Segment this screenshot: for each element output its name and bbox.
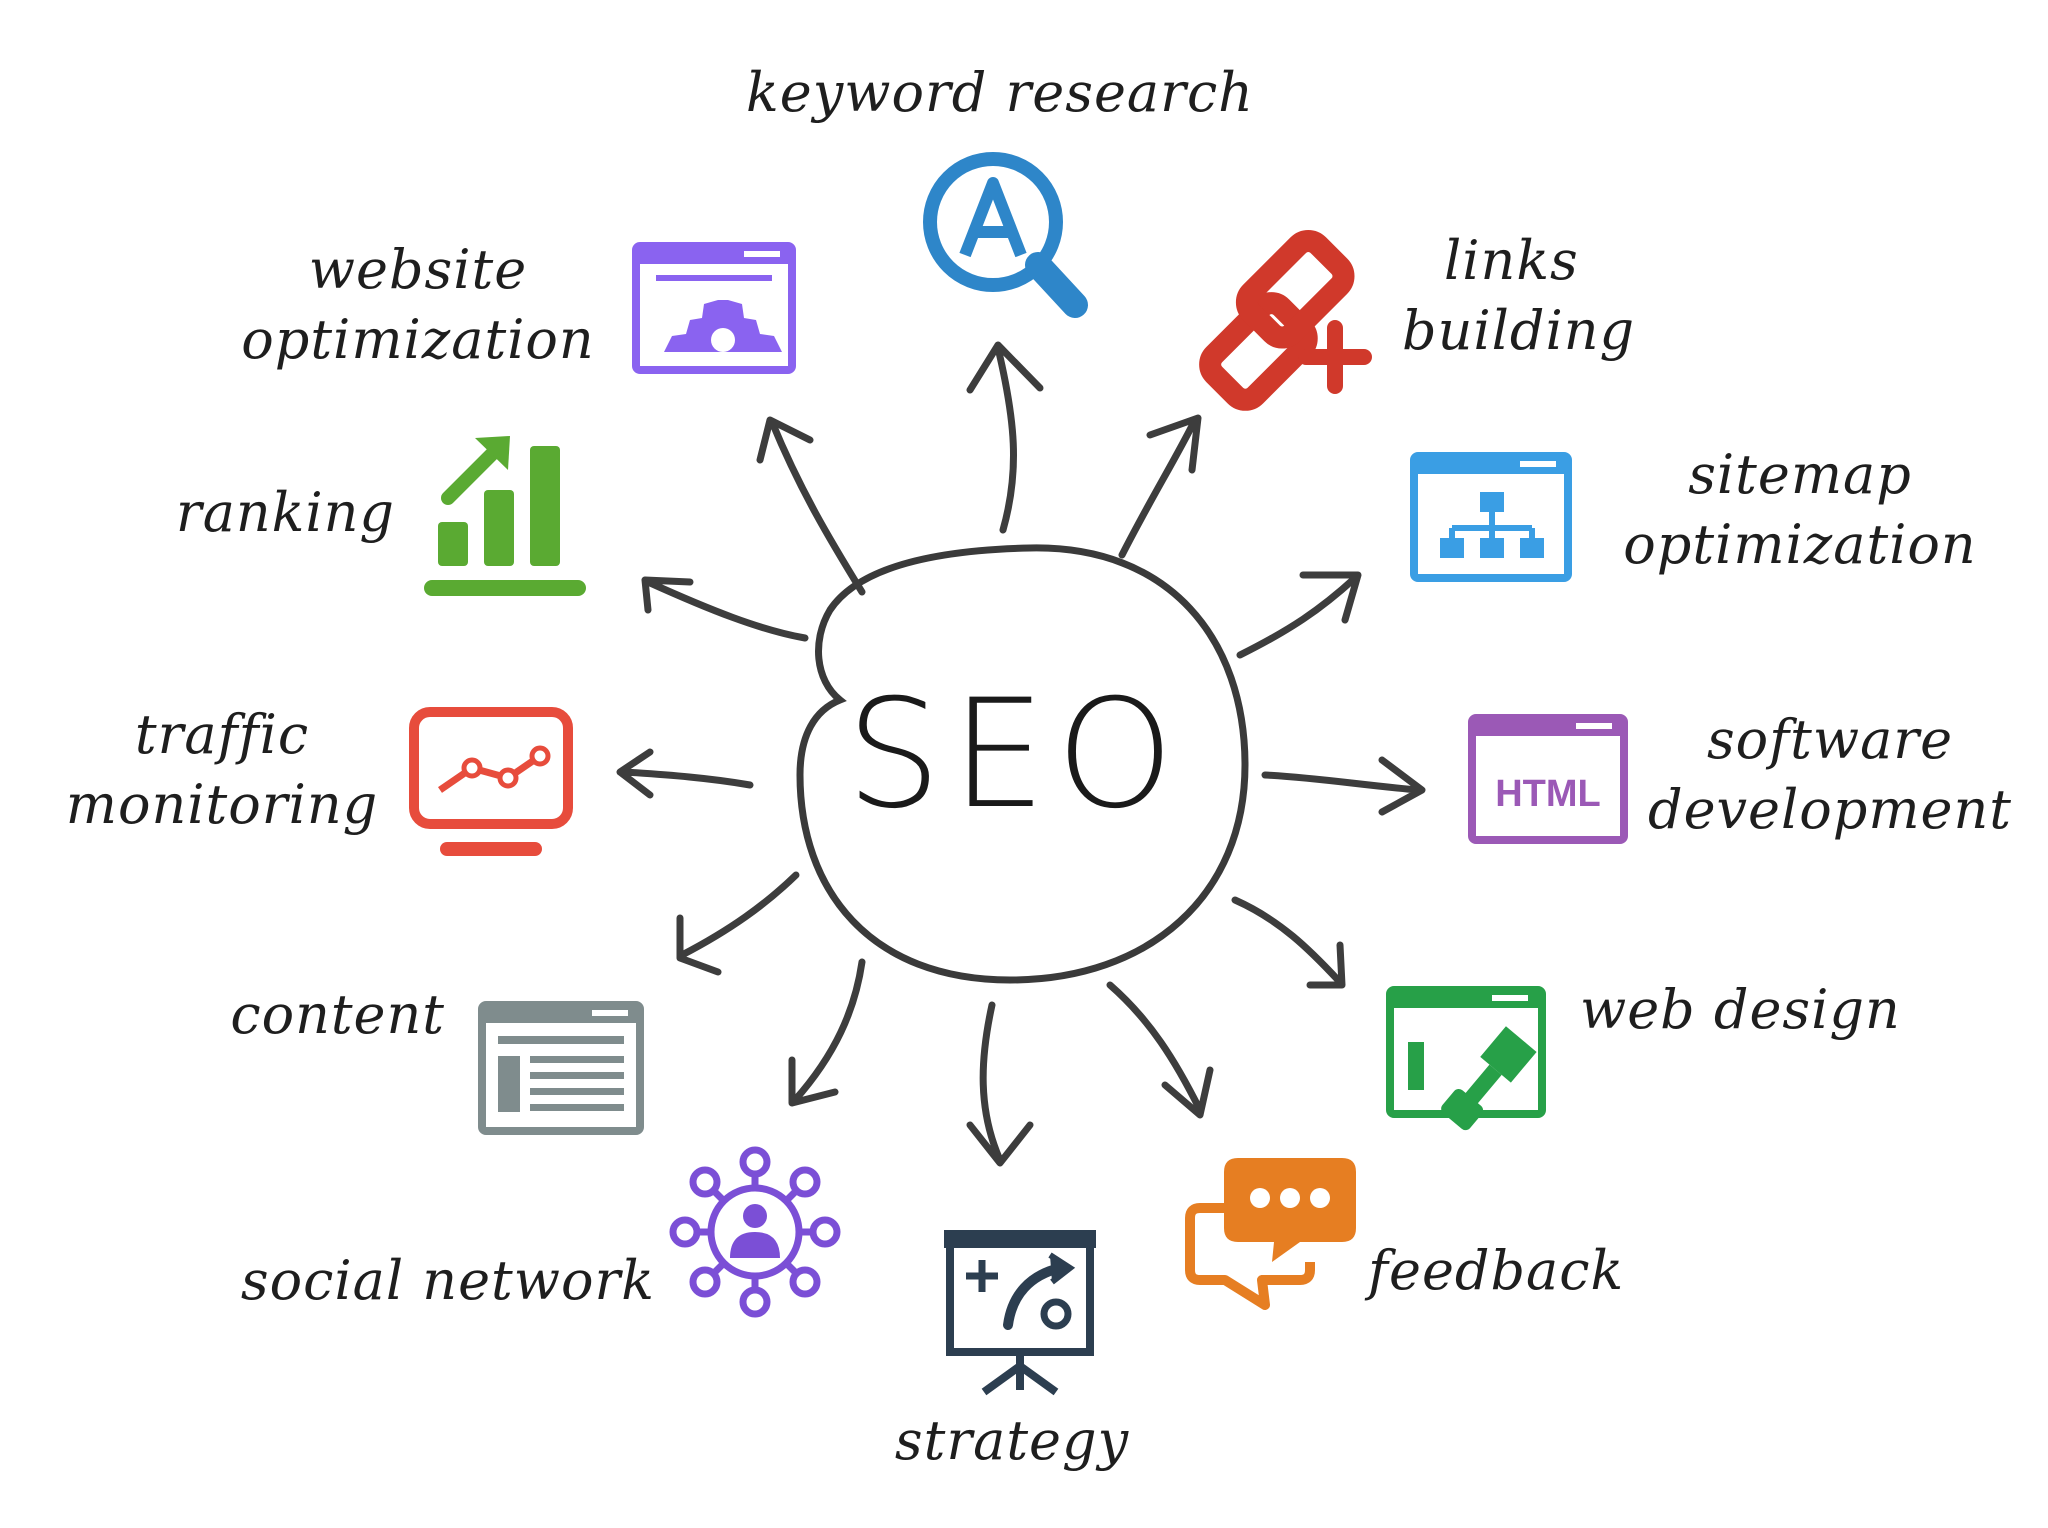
label-line: traffic bbox=[134, 703, 310, 766]
label-line: website bbox=[308, 238, 528, 301]
label-feedback: feedback bbox=[1368, 1236, 1624, 1306]
arrow-web-design bbox=[1231, 896, 1346, 989]
label-sitemap-optimization: sitemap optimization bbox=[1623, 440, 1976, 580]
chain-link-add-icon bbox=[1199, 229, 1372, 411]
arrow-links-building bbox=[1118, 414, 1202, 559]
bar-chart-icon bbox=[424, 436, 586, 596]
window-gear-icon bbox=[632, 242, 796, 374]
label-line: optimization bbox=[241, 308, 595, 371]
label-line: monitoring bbox=[65, 773, 379, 836]
sitemap-icon bbox=[1410, 452, 1572, 582]
label-line: web design bbox=[1580, 978, 1901, 1041]
strategy-board-icon bbox=[944, 1230, 1096, 1396]
html-window-icon: HTML bbox=[1468, 714, 1628, 844]
arrow-feedback bbox=[1106, 981, 1214, 1119]
web-design-brush-icon bbox=[1386, 986, 1546, 1131]
label-line: links bbox=[1444, 229, 1579, 292]
label-line: sitemap bbox=[1688, 443, 1912, 506]
label-line: development bbox=[1648, 778, 2012, 841]
label-web-design: web design bbox=[1580, 975, 1901, 1045]
monitor-chart-icon bbox=[409, 707, 573, 856]
label-line: ranking bbox=[175, 481, 395, 544]
arrow-website-optimization bbox=[756, 416, 866, 596]
center-circle bbox=[796, 544, 1249, 984]
label-line: software bbox=[1706, 708, 1954, 771]
label-website-optimization: website optimization bbox=[241, 235, 594, 375]
arrow-sitemap-optimization bbox=[1236, 571, 1362, 659]
label-keyword-research: keyword research bbox=[746, 58, 1254, 128]
label-software-development: software development bbox=[1648, 705, 2012, 845]
arrow-strategy bbox=[966, 1001, 1034, 1167]
label-line: social network bbox=[240, 1249, 655, 1312]
social-network-icon bbox=[669, 1146, 841, 1318]
label-social-network: social network bbox=[241, 1246, 655, 1316]
arrow-social-network bbox=[788, 958, 866, 1107]
arrow-keyword-research bbox=[966, 341, 1044, 534]
label-line: keyword research bbox=[746, 61, 1254, 124]
label-strategy: strategy bbox=[895, 1406, 1129, 1476]
label-ranking: ranking bbox=[176, 478, 395, 548]
arrow-content bbox=[676, 871, 800, 976]
label-line: optimization bbox=[1623, 513, 1977, 576]
arrows bbox=[616, 341, 1426, 1167]
label-links-building: links building bbox=[1402, 226, 1635, 366]
label-line: content bbox=[230, 983, 445, 1046]
magnifier-icon bbox=[923, 152, 1088, 318]
label-content: content bbox=[230, 980, 445, 1050]
label-line: strategy bbox=[894, 1409, 1130, 1472]
html-label: HTML bbox=[1495, 773, 1601, 815]
label-line: building bbox=[1402, 299, 1636, 362]
arrow-ranking bbox=[641, 576, 809, 642]
arrow-traffic-monitoring bbox=[616, 748, 754, 799]
label-line: feedback bbox=[1368, 1239, 1625, 1302]
content-page-icon bbox=[478, 1001, 644, 1135]
chat-bubbles-icon bbox=[1185, 1158, 1356, 1310]
label-traffic-monitoring: traffic monitoring bbox=[66, 700, 378, 840]
center-seo-label: SEO bbox=[845, 668, 1185, 842]
arrow-software-development bbox=[1261, 756, 1426, 816]
